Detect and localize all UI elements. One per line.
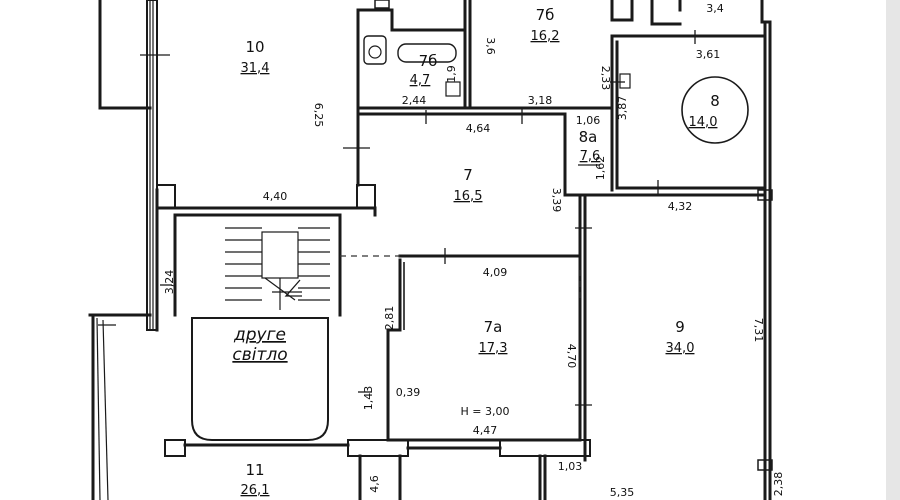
dim-2-38: 2,38 <box>772 472 785 497</box>
dim-1-9: 1,9 <box>445 65 458 83</box>
room-top-right-value: 3,4 <box>706 2 724 15</box>
room-7b-number: 7б <box>536 6 555 24</box>
dim-6-25: 6,25 <box>312 103 325 128</box>
scan-edge <box>886 0 900 500</box>
dim-3-39: 3,39 <box>550 188 563 213</box>
dimension-ticks <box>98 30 696 406</box>
room-labels: 10 31,4 7б 16,2 7б 4,7 8 14,0 8а 7,6 7 1… <box>232 2 723 498</box>
balcony-column <box>146 0 158 331</box>
dim-4-64: 4,64 <box>466 122 491 135</box>
room-8-area: 14,0 <box>689 115 718 130</box>
room-8a-area: 7,6 <box>580 149 601 164</box>
dim-3-87: 3,87 <box>616 96 629 121</box>
dim-2-33: 2,33 <box>599 66 612 91</box>
room-7a-number: 7а <box>484 318 503 336</box>
room-11-number: 11 <box>245 461 264 479</box>
dim-4-40: 4,40 <box>263 190 288 203</box>
bathroom-fixtures <box>363 35 631 97</box>
room-7-number: 7 <box>463 166 473 184</box>
room-7-area: 16,5 <box>454 189 483 204</box>
sink-icon <box>445 81 461 97</box>
second-light-label-line1: друге <box>233 325 286 345</box>
dim-4-09: 4,09 <box>483 266 508 279</box>
room-9-number: 9 <box>675 318 685 336</box>
round-table-icon <box>681 76 749 144</box>
room-9-area: 34,0 <box>666 341 695 356</box>
dim-5-35: 5,35 <box>610 486 635 499</box>
room-7b-small-number: 7б <box>419 52 438 70</box>
toilet-icon <box>363 35 387 65</box>
room-11-area: 26,1 <box>241 483 270 498</box>
dim-2-44: 2,44 <box>402 94 427 107</box>
room-10-area: 31,4 <box>241 61 270 76</box>
dim-4-47: 4,47 <box>473 424 498 437</box>
stair-steps <box>225 227 330 310</box>
dim-4-70: 4,70 <box>565 344 578 369</box>
room-7b-area: 16,2 <box>531 29 560 44</box>
stair-well <box>173 213 342 441</box>
dim-2-81: 2,81 <box>383 306 396 331</box>
dim-0-39: 0,39 <box>396 386 421 399</box>
dim-4-6: 4,6 <box>368 475 381 493</box>
dim-3-24: 3,24 <box>163 270 176 295</box>
bathtub-icon <box>397 43 457 63</box>
dashed-partitions <box>340 255 581 300</box>
room-10-number: 10 <box>245 38 264 56</box>
dim-1-62: 1,62 <box>594 156 607 181</box>
room-8-number: 8 <box>710 92 720 110</box>
room-8a-number: 8а <box>579 128 598 146</box>
dimension-labels: 6,25 4,40 3,24 3,6 1,9 2,44 3,18 2,33 3,… <box>163 37 785 499</box>
second-light-label-line2: світло <box>232 345 287 365</box>
ceiling-height-note: H = 3,00 <box>461 405 510 418</box>
room-7a-area: 17,3 <box>479 341 508 356</box>
dim-3-6: 3,6 <box>484 37 497 55</box>
dim-3-18: 3,18 <box>528 94 553 107</box>
dim-3-61: 3,61 <box>696 48 721 61</box>
dim-1-06: 1,06 <box>576 114 601 127</box>
dim-1-03: 1,03 <box>558 460 583 473</box>
stove-icon <box>619 73 631 89</box>
dim-1-43: 1,43 <box>362 386 375 411</box>
room-7b-small-area: 4,7 <box>410 73 431 88</box>
walls <box>88 0 773 500</box>
dim-7-31: 7,31 <box>752 318 765 343</box>
dim-4-32: 4,32 <box>668 200 693 213</box>
